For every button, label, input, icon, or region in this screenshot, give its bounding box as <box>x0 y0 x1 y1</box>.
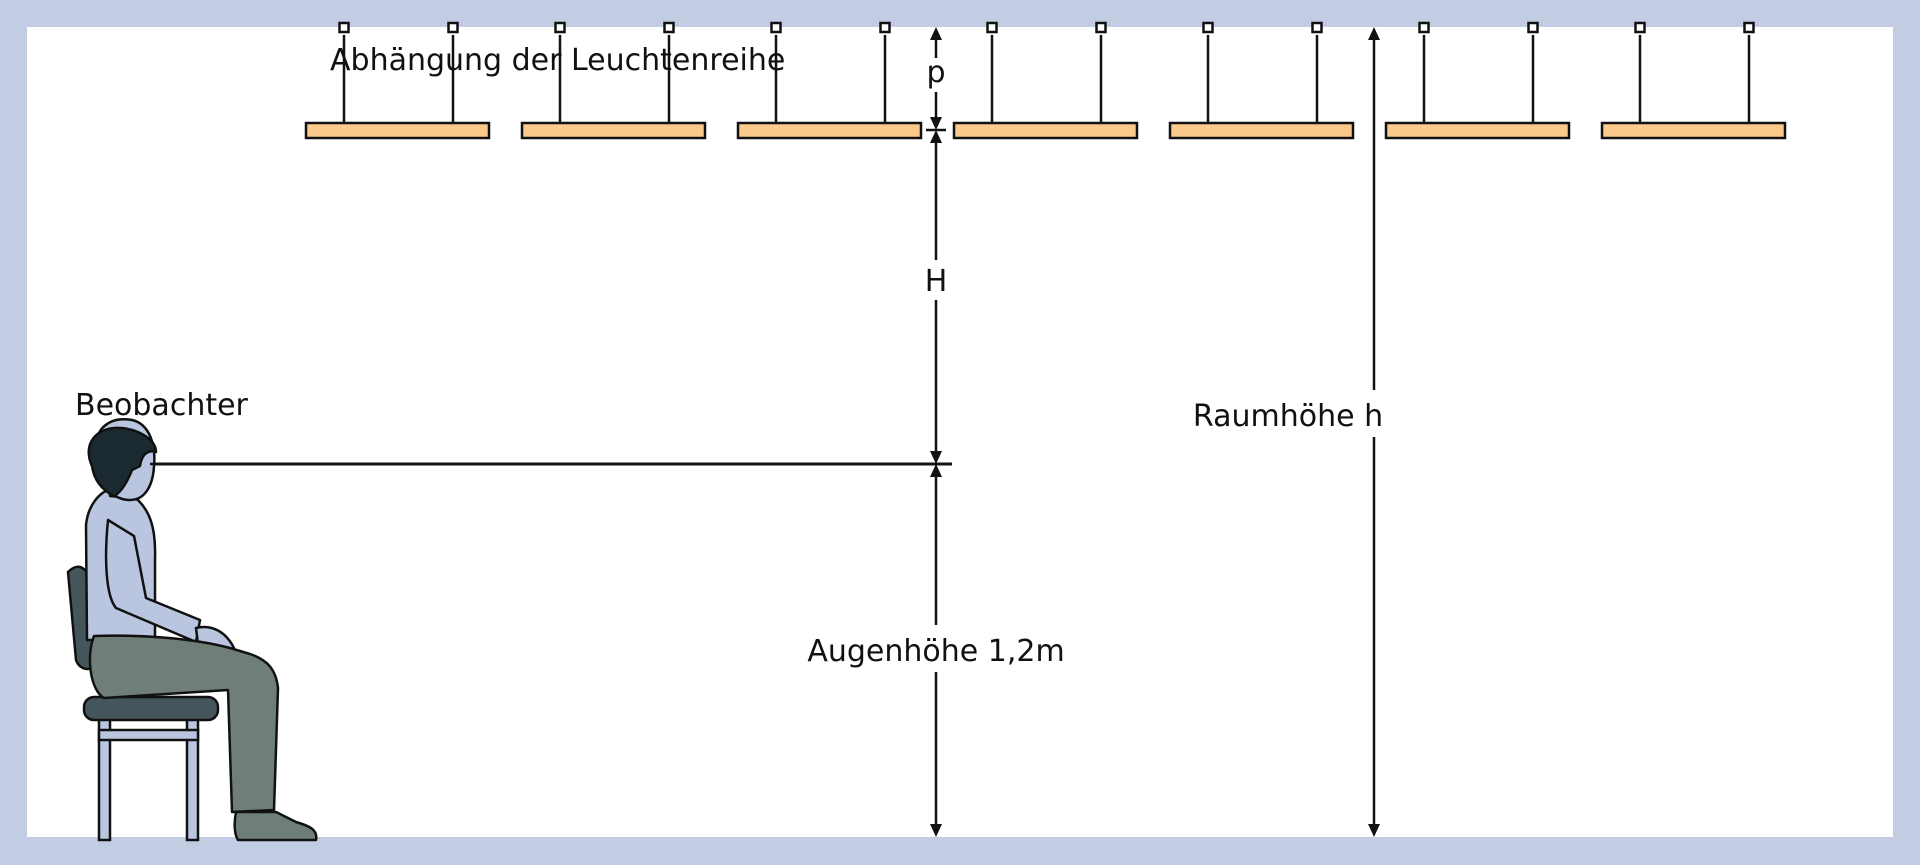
arrow-p-bottom <box>930 117 942 130</box>
ceiling-mount <box>663 21 675 34</box>
luminaire-body <box>304 121 491 140</box>
arrow-p-top <box>930 27 942 40</box>
label-room-height: Raumhöhe h <box>1193 399 1383 434</box>
chair-icon <box>66 565 220 842</box>
pendant-luminaire-icon <box>1600 21 1787 140</box>
ceiling-mount <box>1418 21 1430 34</box>
ceiling-mount <box>554 21 566 34</box>
ceiling-mount <box>1095 21 1107 34</box>
luminaire-body <box>736 121 923 140</box>
label-H: H <box>925 264 948 299</box>
label-p: p <box>926 55 945 90</box>
luminaire-body <box>1168 121 1355 140</box>
luminaire-row <box>304 21 1787 140</box>
ceiling-mount <box>338 21 350 34</box>
ceiling-mount <box>1743 21 1755 34</box>
pendant-luminaire-icon <box>1168 21 1355 140</box>
arrow-room-bottom <box>1368 824 1380 837</box>
label-observer: Beobachter <box>75 388 249 423</box>
ceiling-mount <box>1311 21 1323 34</box>
arrow-eye-bottom <box>930 824 942 837</box>
room-interior <box>27 27 1893 837</box>
ceiling-mount <box>986 21 998 34</box>
luminaire-body <box>1600 121 1787 140</box>
pendant-luminaire-icon <box>1384 21 1571 140</box>
pendant-luminaire-icon <box>304 21 491 140</box>
luminaire-body <box>520 121 707 140</box>
pendant-luminaire-icon <box>952 21 1139 140</box>
arrow-room-top <box>1368 27 1380 40</box>
pendant-luminaire-icon <box>736 21 923 140</box>
arrow-H-bottom <box>930 451 942 464</box>
arrow-H-top <box>930 130 942 143</box>
luminaire-body <box>1384 121 1571 140</box>
ceiling-mount <box>1634 21 1646 34</box>
ceiling-mount <box>1202 21 1214 34</box>
label-suspension: Abhängung der Leuchtenreihe <box>330 43 785 78</box>
arrow-eye-top <box>930 464 942 477</box>
luminaire-body <box>952 121 1139 140</box>
pendant-luminaire-icon <box>520 21 707 140</box>
label-eye-height: Augenhöhe 1,2m <box>807 634 1064 669</box>
ceiling-mount <box>770 21 782 34</box>
ceiling-mount <box>1527 21 1539 34</box>
ceiling-mount <box>447 21 459 34</box>
ceiling-mount <box>879 21 891 34</box>
seated-person-icon <box>84 418 318 842</box>
